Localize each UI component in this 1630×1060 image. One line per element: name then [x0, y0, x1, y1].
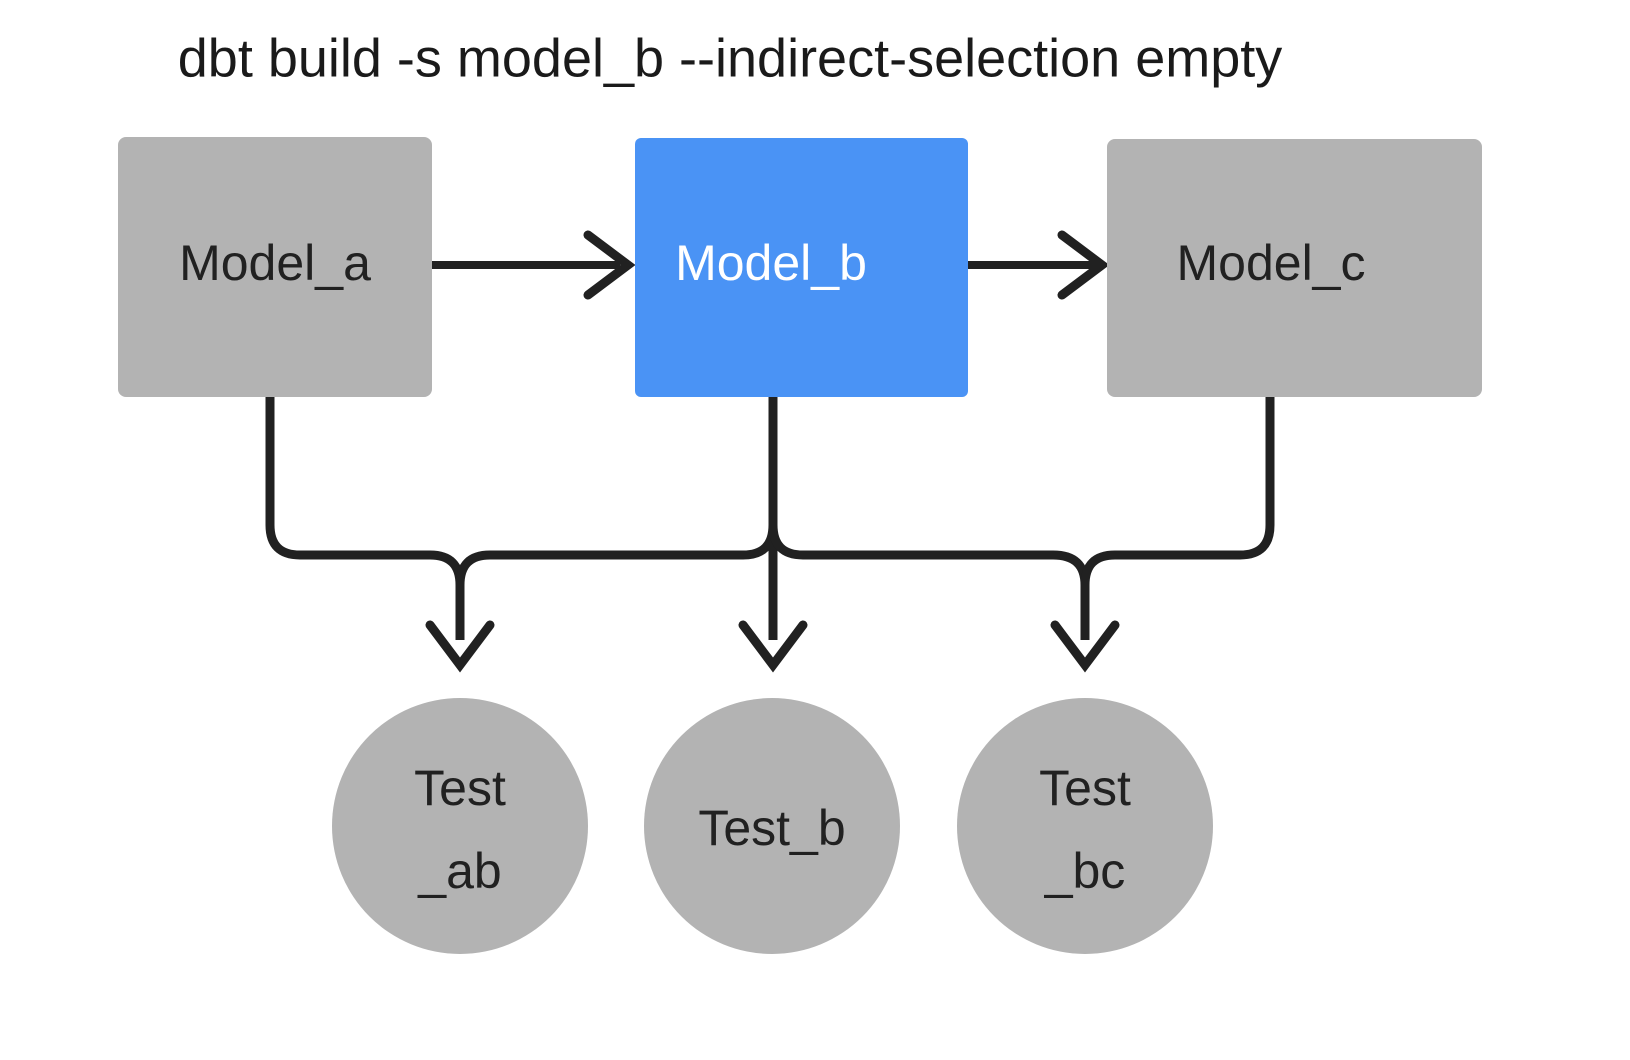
test-ab-circle[interactable]	[332, 698, 588, 954]
arrowhead-into-test-b	[738, 620, 808, 673]
edge-model-a-to-test-ab	[265, 397, 465, 640]
test-bc-label-line2: _bc	[1044, 843, 1126, 899]
arrowhead-into-test-ab	[425, 620, 495, 673]
edge-model-b-to-test-bc	[768, 397, 1090, 640]
test-ab-label-line1: Test	[414, 760, 506, 816]
model-c-rect[interactable]	[1107, 139, 1482, 397]
model-node-model-a[interactable]: Model_a	[118, 137, 432, 397]
test-b-circle[interactable]	[644, 698, 900, 954]
test-ab-label-line2: _ab	[417, 843, 501, 899]
model-b-label: Model_b	[675, 235, 867, 291]
model-node-model-b[interactable]: Model_b	[635, 138, 968, 397]
model-b-rect[interactable]	[635, 138, 968, 397]
edge-model-c-to-test-bc	[1080, 397, 1275, 640]
model-a-label: Model_a	[179, 235, 371, 291]
diagram-title: dbt build -s model_b --indirect-selectio…	[178, 28, 1283, 88]
arrowhead-into-test-bc	[1050, 620, 1120, 673]
edge-layer	[265, 230, 1275, 673]
arrowhead-model-a-to-model-b	[583, 230, 636, 300]
test-bc-label-line1: Test	[1039, 760, 1131, 816]
arrowhead-model-b-to-model-c	[1057, 230, 1110, 300]
test-node-test-ab[interactable]: Test _ab	[332, 698, 588, 954]
edge-model-b-to-test-ab	[455, 397, 778, 640]
test-node-test-b[interactable]: Test_b	[644, 698, 900, 954]
test-node-test-bc[interactable]: Test _bc	[957, 698, 1213, 954]
test-bc-circle[interactable]	[957, 698, 1213, 954]
model-a-rect[interactable]	[118, 137, 432, 397]
model-c-label: Model_c	[1177, 235, 1366, 291]
test-b-label-line1: Test_b	[698, 800, 845, 856]
model-node-model-c[interactable]: Model_c	[1107, 139, 1482, 397]
